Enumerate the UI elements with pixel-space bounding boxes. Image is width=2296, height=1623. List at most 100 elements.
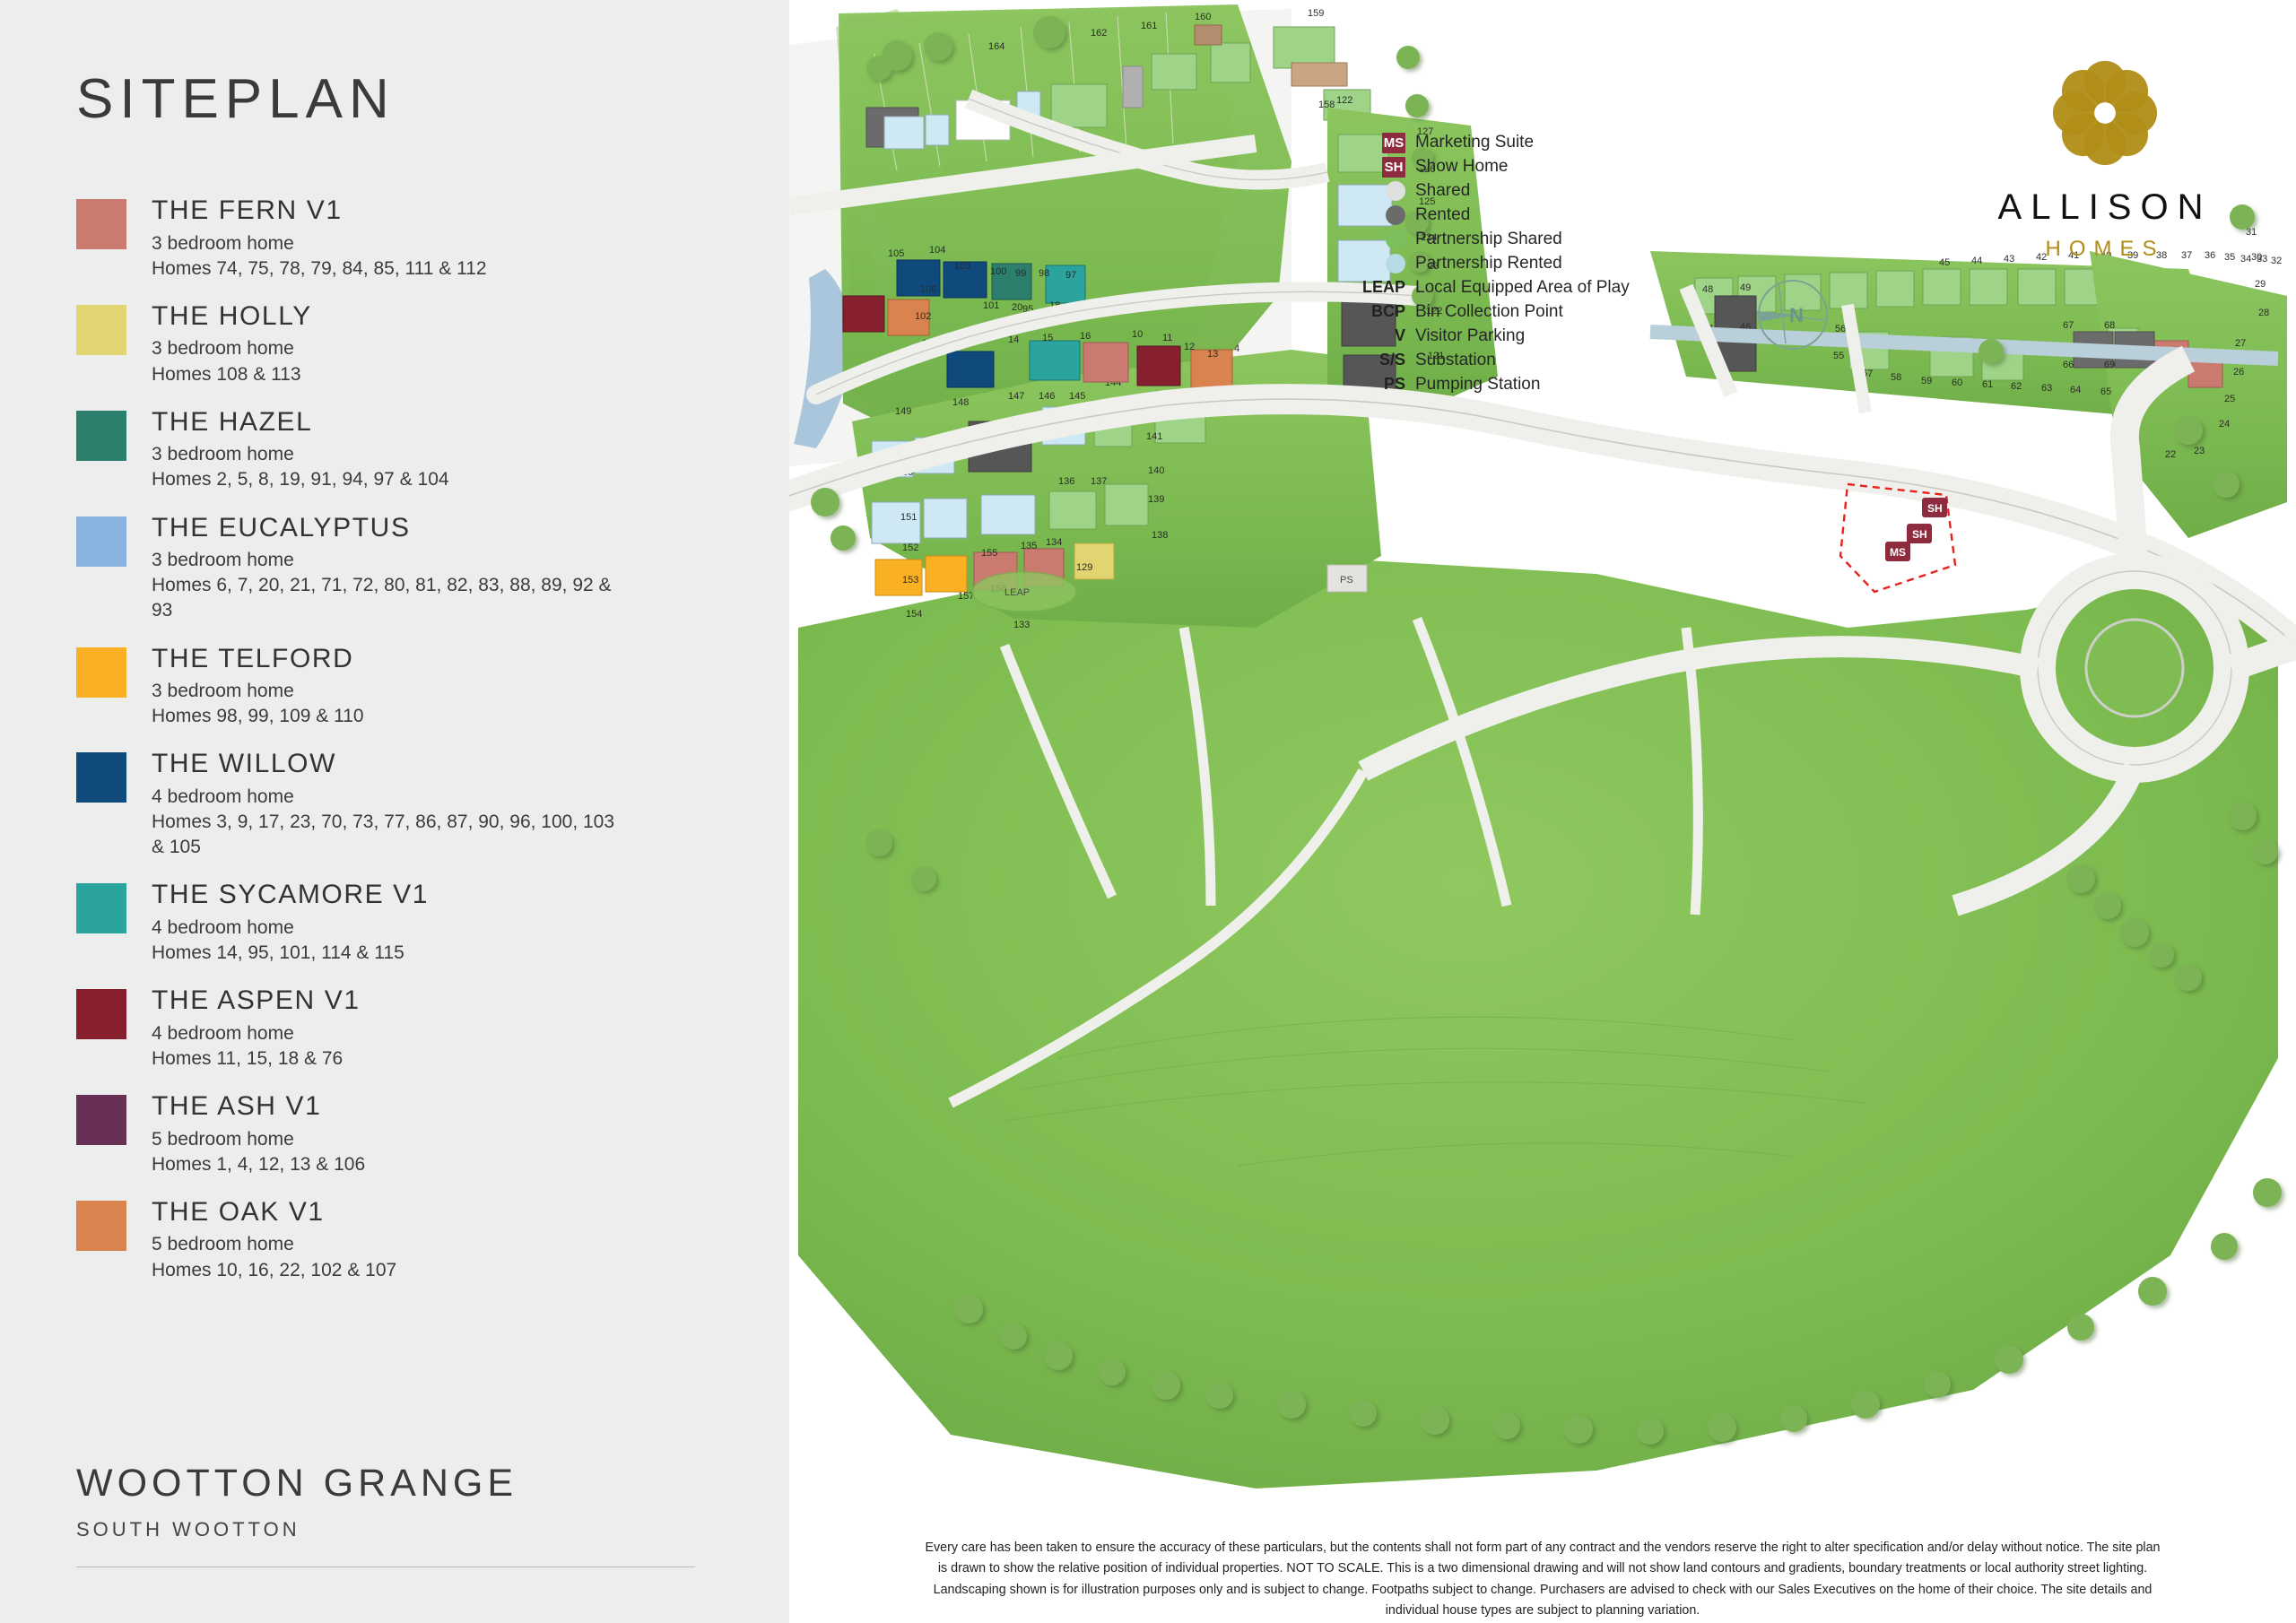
map-key-item-shared: Shared <box>1350 178 1630 203</box>
key-mark <box>1350 178 1415 203</box>
leap-area: LEAP <box>971 571 1077 612</box>
legend-swatch <box>76 1200 126 1251</box>
marker-sh-2[interactable]: SH <box>1907 524 1932 543</box>
svg-text:162: 162 <box>1091 28 1107 39</box>
key-label: Substation <box>1415 351 1496 369</box>
svg-text:129: 129 <box>1076 562 1092 573</box>
disclaimer-text: Every care has been taken to ensure the … <box>925 1541 2161 1618</box>
svg-text:44: 44 <box>1971 256 1982 266</box>
svg-text:61: 61 <box>1982 379 1993 390</box>
svg-text:11: 11 <box>1162 333 1172 343</box>
svg-text:152: 152 <box>902 542 918 553</box>
svg-text:38: 38 <box>2156 250 2167 261</box>
svg-text:43: 43 <box>2004 254 2014 265</box>
svg-text:59: 59 <box>1921 376 1932 386</box>
svg-text:27: 27 <box>2235 338 2246 349</box>
svg-text:66: 66 <box>2063 360 2074 370</box>
svg-text:48: 48 <box>1702 284 1713 295</box>
svg-text:138: 138 <box>1152 530 1168 541</box>
trees <box>811 16 2282 1445</box>
svg-text:15: 15 <box>1042 333 1053 343</box>
svg-text:24: 24 <box>2219 419 2230 430</box>
legend-home-numbers: Homes 74, 75, 78, 79, 84, 85, 111 & 112 <box>152 257 487 279</box>
svg-text:103: 103 <box>954 261 970 272</box>
plots-east-terrace[interactable]: 45 44 43 42 41 40 39 38 37 36 35 34 33 3… <box>1650 250 2282 421</box>
svg-text:164: 164 <box>988 41 1004 52</box>
key-label: Bin Collection Point <box>1415 302 1563 321</box>
svg-text:68: 68 <box>2104 320 2115 331</box>
svg-text:155: 155 <box>981 548 997 559</box>
svg-text:49: 49 <box>1740 282 1751 293</box>
key-mark <box>1350 251 1415 275</box>
svg-text:12: 12 <box>1184 342 1195 352</box>
brand-sub: HOMES <box>2045 237 2165 261</box>
svg-text:22: 22 <box>2165 449 2176 460</box>
svg-text:36: 36 <box>2205 250 2215 261</box>
key-label: Marketing Suite <box>1415 133 1535 152</box>
svg-text:SH: SH <box>1927 502 1943 515</box>
svg-text:28: 28 <box>2258 308 2269 318</box>
svg-text:26: 26 <box>2233 367 2244 378</box>
svg-text:97: 97 <box>1065 270 1076 281</box>
svg-text:32: 32 <box>2271 256 2282 266</box>
site-markers[interactable]: SH SH MS <box>1839 482 1957 594</box>
plots-central-west[interactable]: 105 104 103 100 99 98 97 106 102 107 101… <box>842 245 1256 583</box>
svg-text:102: 102 <box>915 311 931 322</box>
development-block: WOOTTON GRANGE SOUTH WOOTTON <box>76 1462 704 1567</box>
siteplan-map[interactable]: 119 118 164 163 162 161 160 159 158 <box>789 0 2296 1623</box>
svg-text:33: 33 <box>2257 254 2267 265</box>
legend-swatch <box>76 199 126 249</box>
svg-text:55: 55 <box>1833 351 1844 361</box>
water-feature <box>794 269 852 448</box>
development-name: WOOTTON GRANGE <box>76 1462 518 1505</box>
svg-text:140: 140 <box>1148 465 1164 476</box>
svg-text:149: 149 <box>895 406 911 417</box>
svg-text:160: 160 <box>1195 12 1211 22</box>
pumping-station: PS <box>1326 564 1368 593</box>
key-label: Local Equipped Area of Play <box>1415 278 1630 297</box>
svg-text:56: 56 <box>1835 324 1846 334</box>
legend-home-numbers: Homes 6, 7, 20, 21, 71, 72, 80, 81, 82, … <box>152 575 612 621</box>
map-key-item-rented: Rented <box>1350 203 1630 227</box>
key-mark: V <box>1350 324 1415 348</box>
svg-text:23: 23 <box>2194 446 2205 456</box>
svg-text:99: 99 <box>1015 268 1026 279</box>
svg-text:25: 25 <box>2224 394 2235 404</box>
marker-ms[interactable]: MS <box>1885 542 1910 561</box>
svg-text:154: 154 <box>906 609 922 620</box>
key-mark: LEAP <box>1350 275 1415 299</box>
marker-sh-1[interactable]: SH <box>1922 498 1947 517</box>
legend-bedrooms: 3 bedroom home <box>152 232 294 254</box>
key-abbrev: PS <box>1383 375 1405 393</box>
key-dot-icon <box>1386 230 1405 250</box>
legend-bedrooms: 3 bedroom home <box>152 338 294 360</box>
key-mark: SH <box>1350 154 1415 178</box>
svg-text:63: 63 <box>2041 383 2052 394</box>
svg-text:153: 153 <box>902 575 918 586</box>
legend-title: THE HOLLY <box>152 300 312 331</box>
legend-swatch <box>76 1095 126 1145</box>
key-box-icon: SH <box>1382 157 1405 178</box>
key-label: Partnership Rented <box>1415 254 1562 273</box>
legend-home-numbers: Homes 10, 16, 22, 102 & 107 <box>152 1259 397 1280</box>
svg-text:31: 31 <box>2246 227 2257 238</box>
siteplan-drawing[interactable]: 119 118 164 163 162 161 160 159 158 <box>789 0 2296 1623</box>
svg-text:SH: SH <box>1912 528 1927 541</box>
sales-area-boundary <box>1839 482 1957 594</box>
svg-text:147: 147 <box>1008 391 1024 402</box>
svg-text:4: 4 <box>1234 343 1239 354</box>
svg-text:105: 105 <box>888 248 904 259</box>
